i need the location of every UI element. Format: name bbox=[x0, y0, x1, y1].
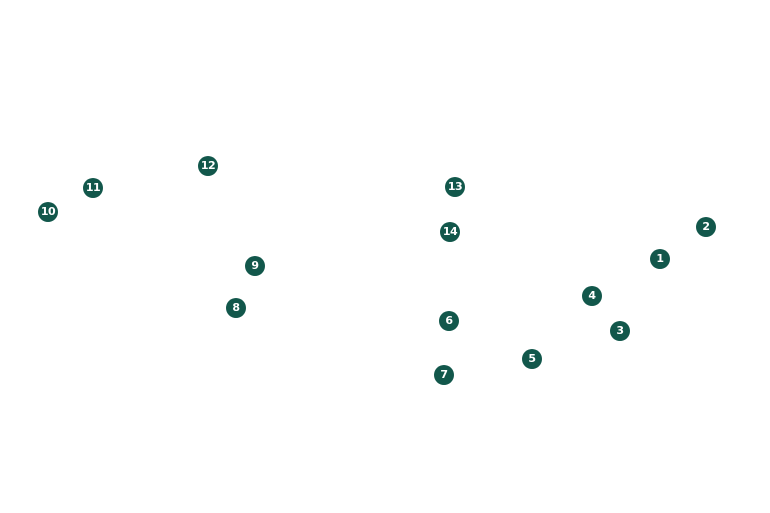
marker-7[interactable]: 7 bbox=[434, 365, 454, 385]
marker-5[interactable]: 5 bbox=[522, 349, 542, 369]
marker-4[interactable]: 4 bbox=[582, 286, 602, 306]
marker-14[interactable]: 14 bbox=[440, 222, 460, 242]
marker-10[interactable]: 10 bbox=[38, 202, 58, 222]
marker-1[interactable]: 1 bbox=[650, 249, 670, 269]
marker-3[interactable]: 3 bbox=[610, 321, 630, 341]
marker-2[interactable]: 2 bbox=[696, 217, 716, 237]
marker-9[interactable]: 9 bbox=[245, 256, 265, 276]
marker-8[interactable]: 8 bbox=[226, 298, 246, 318]
marker-13[interactable]: 13 bbox=[445, 177, 465, 197]
marker-11[interactable]: 11 bbox=[83, 178, 103, 198]
marker-12[interactable]: 12 bbox=[198, 156, 218, 176]
marker-6[interactable]: 6 bbox=[439, 311, 459, 331]
